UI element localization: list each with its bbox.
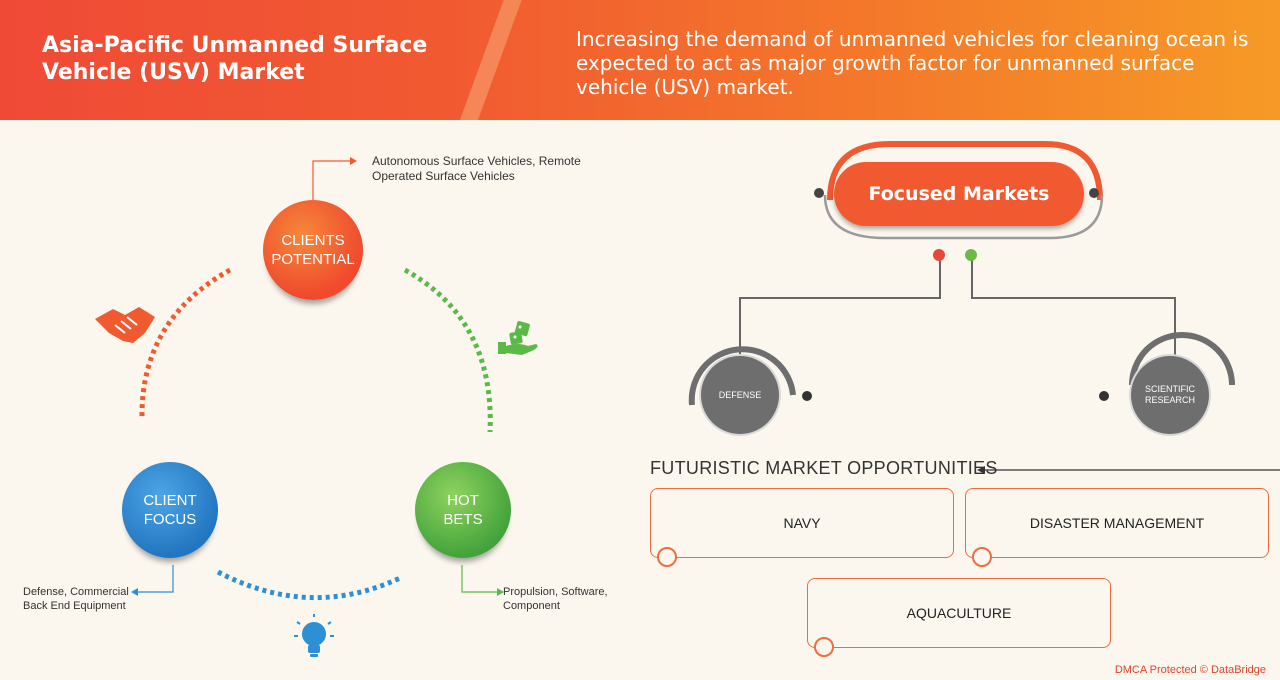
focused-outer-top <box>827 141 1103 201</box>
hot-bets-note: Propulsion, Software, Component <box>503 585 623 613</box>
cycle-connectors <box>95 157 538 657</box>
client-focus-note-line2: Back End Equipment <box>23 600 126 612</box>
opportunity-disaster-management: DISASTER MANAGEMENT <box>965 488 1269 567</box>
handshake-icon <box>95 307 155 343</box>
opportunity-aquaculture: AQUACULTURE <box>807 578 1111 657</box>
clients-potential-line2: POTENTIAL <box>271 251 355 268</box>
connector-left <box>739 260 941 360</box>
opportunity-navy-marker <box>657 547 677 567</box>
client-focus-node: CLIENT FOCUS <box>122 462 218 558</box>
opportunity-disaster-label: DISASTER MANAGEMENT <box>1029 515 1205 531</box>
focused-outer-bottom <box>823 194 1104 240</box>
red-dot <box>933 249 945 261</box>
client-focus-note-line1: Defense, Commercial <box>23 586 129 598</box>
header-banner: Asia-Pacific Unmanned Surface Vehicle (U… <box>0 0 1280 120</box>
clients-potential-note: Autonomous Surface Vehicles, Remote Oper… <box>372 154 581 183</box>
opportunity-aquaculture-label: AQUACULTURE <box>906 605 1012 621</box>
opportunities-heading: FUTURISTIC MARKET OPPORTUNITIES <box>650 458 998 478</box>
defense-arc <box>688 346 796 406</box>
arc-orange <box>139 267 232 421</box>
scientific-arc <box>1129 332 1235 386</box>
opportunity-navy-label: NAVY <box>783 515 821 531</box>
focused-markets-pill: Focused Markets <box>834 162 1084 226</box>
focused-markets-connectors <box>688 141 1280 474</box>
callout-hotbets <box>461 565 497 593</box>
segment-scientific-label1: SCIENTIFIC <box>1144 384 1195 394</box>
callout-clients <box>312 160 350 200</box>
hot-bets-line2: BETS <box>443 511 483 528</box>
clients-potential-line1: CLIENTS <box>281 232 345 249</box>
connector-right <box>971 260 1176 356</box>
green-dot <box>965 249 977 261</box>
hot-bets-note-line1: Propulsion, Software, <box>503 586 608 598</box>
opportunity-aquaculture-marker <box>814 637 834 657</box>
hot-bets-node: HOT BETS <box>415 462 511 558</box>
client-focus-line1: CLIENT <box>143 492 197 509</box>
dice-in-hand-icon <box>498 321 538 355</box>
hot-bets-note-line2: Component <box>503 600 560 612</box>
dmca-notice[interactable]: DMCA Protected © DataBridge <box>1114 664 1266 676</box>
opportunity-navy: NAVY <box>650 488 954 567</box>
segment-defense: DEFENSE <box>701 356 779 434</box>
arc-blue <box>216 569 402 601</box>
clients-potential-node: CLIENTS POTENTIAL <box>263 200 363 300</box>
client-focus-line2: FOCUS <box>143 511 197 528</box>
lightbulb-icon <box>294 614 334 657</box>
segment-scientific-label2: RESEARCH <box>1144 395 1195 405</box>
page-subtitle: Increasing the demand of unmanned vehicl… <box>576 27 1249 99</box>
arc-green <box>403 267 493 433</box>
page-title: Asia-Pacific Unmanned Surface Vehicle (U… <box>42 33 428 85</box>
callout-focus <box>138 565 174 593</box>
segment-scientific-research: SCIENTIFIC RESEARCH <box>1131 356 1209 434</box>
segment-defense-label: DEFENSE <box>718 389 762 400</box>
opportunity-disaster-marker <box>972 547 992 567</box>
hot-bets-line1: HOT <box>447 492 479 509</box>
client-focus-note: Defense, Commercial Back End Equipment <box>23 585 143 613</box>
